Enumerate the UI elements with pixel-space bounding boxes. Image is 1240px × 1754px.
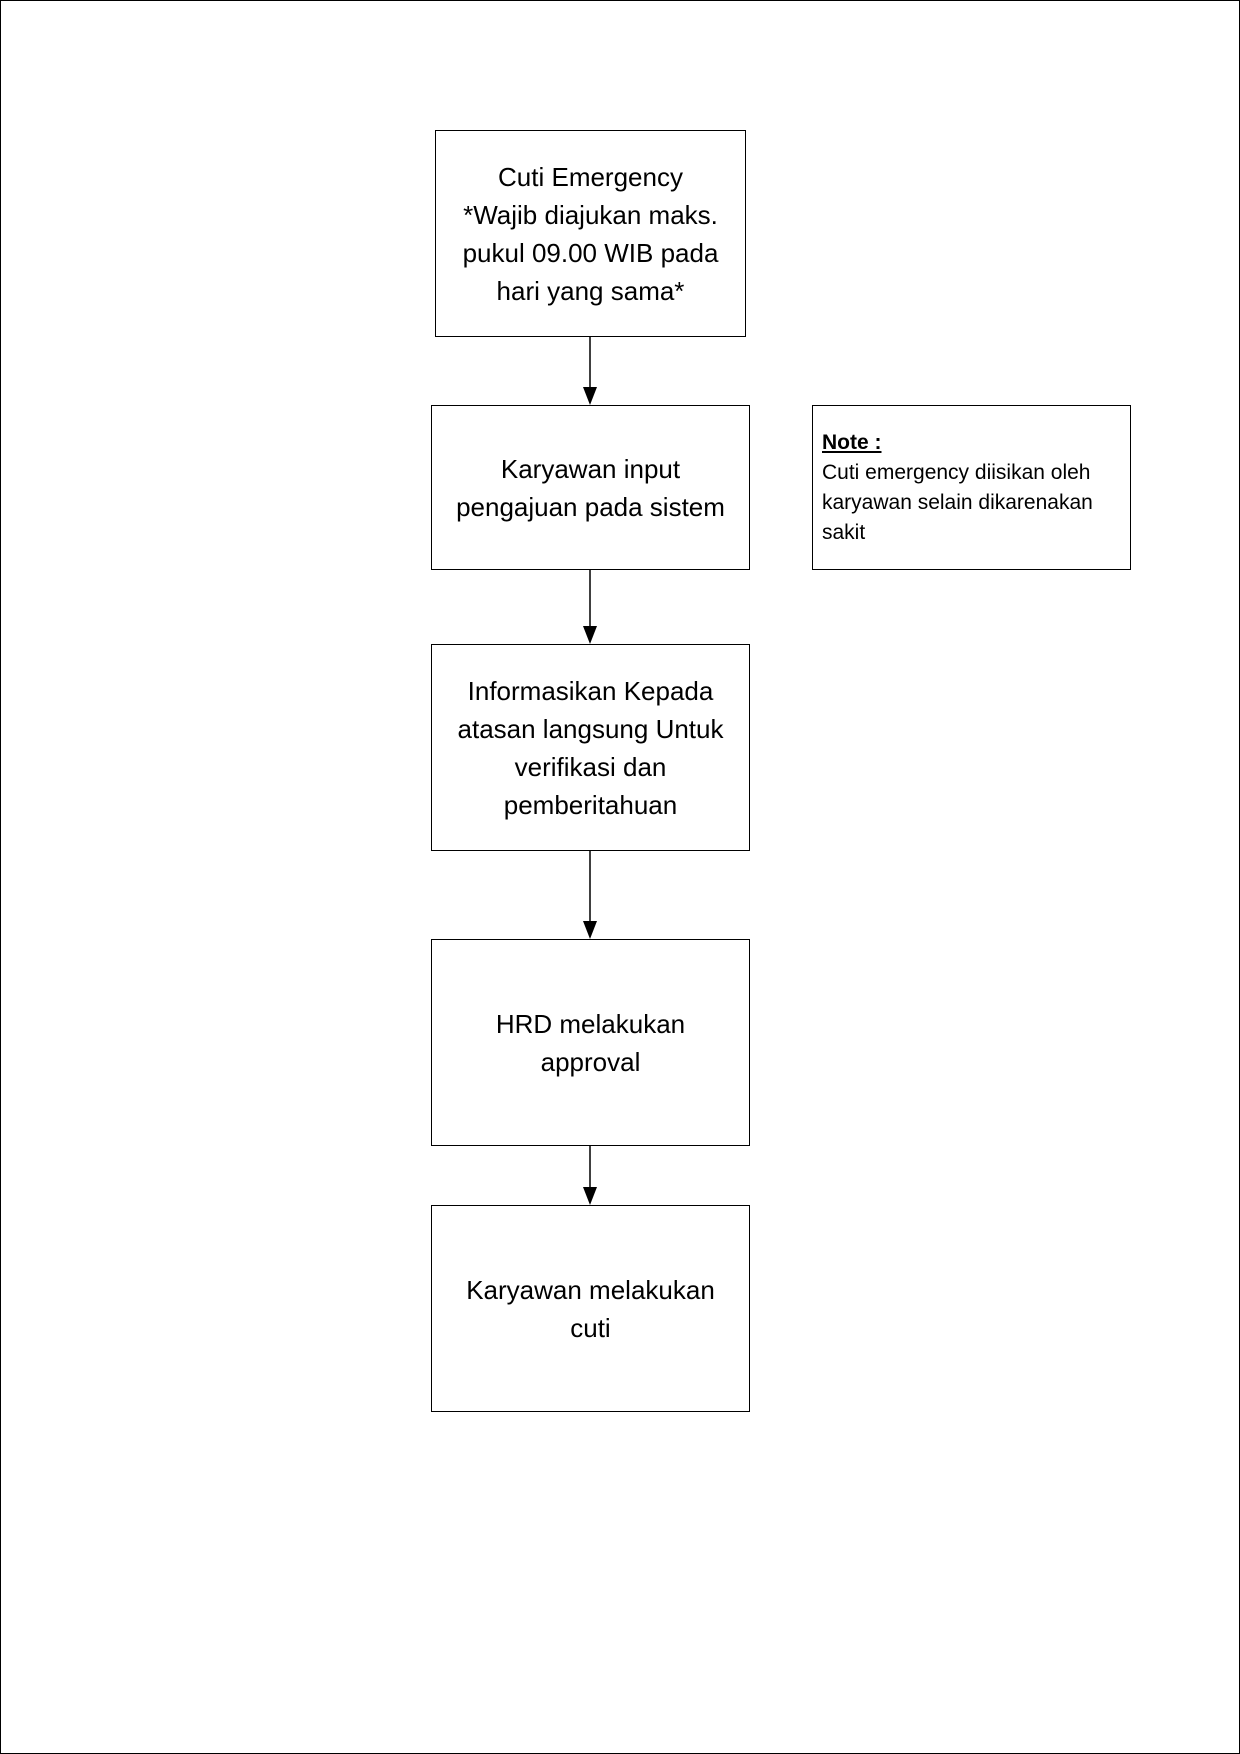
note-body: Cuti emergency diisikan oleh karyawan se… (822, 461, 1093, 544)
flow-step-informasikan-atasan: Informasikan Kepada atasan langsung Untu… (431, 644, 750, 851)
flow-step-cuti-emergency: Cuti Emergency *Wajib diajukan maks. puk… (435, 130, 746, 337)
flow-step-label: Cuti Emergency *Wajib diajukan maks. puk… (462, 161, 719, 306)
flow-step-hrd-approval: HRD melakukan approval (431, 939, 750, 1146)
note-box: Note : Cuti emergency diisikan oleh kary… (812, 405, 1131, 570)
flow-step-karyawan-cuti: Karyawan melakukan cuti (431, 1205, 750, 1412)
flow-step-karyawan-input: Karyawan input pengajuan pada sistem (431, 405, 750, 570)
flow-step-label: Informasikan Kepada atasan langsung Untu… (457, 675, 724, 820)
flow-step-label: HRD melakukan approval (495, 1008, 686, 1077)
note-title: Note : (822, 431, 882, 454)
flow-step-label: Karyawan melakukan cuti (466, 1274, 715, 1343)
flow-step-label: Karyawan input pengajuan pada sistem (456, 453, 725, 522)
